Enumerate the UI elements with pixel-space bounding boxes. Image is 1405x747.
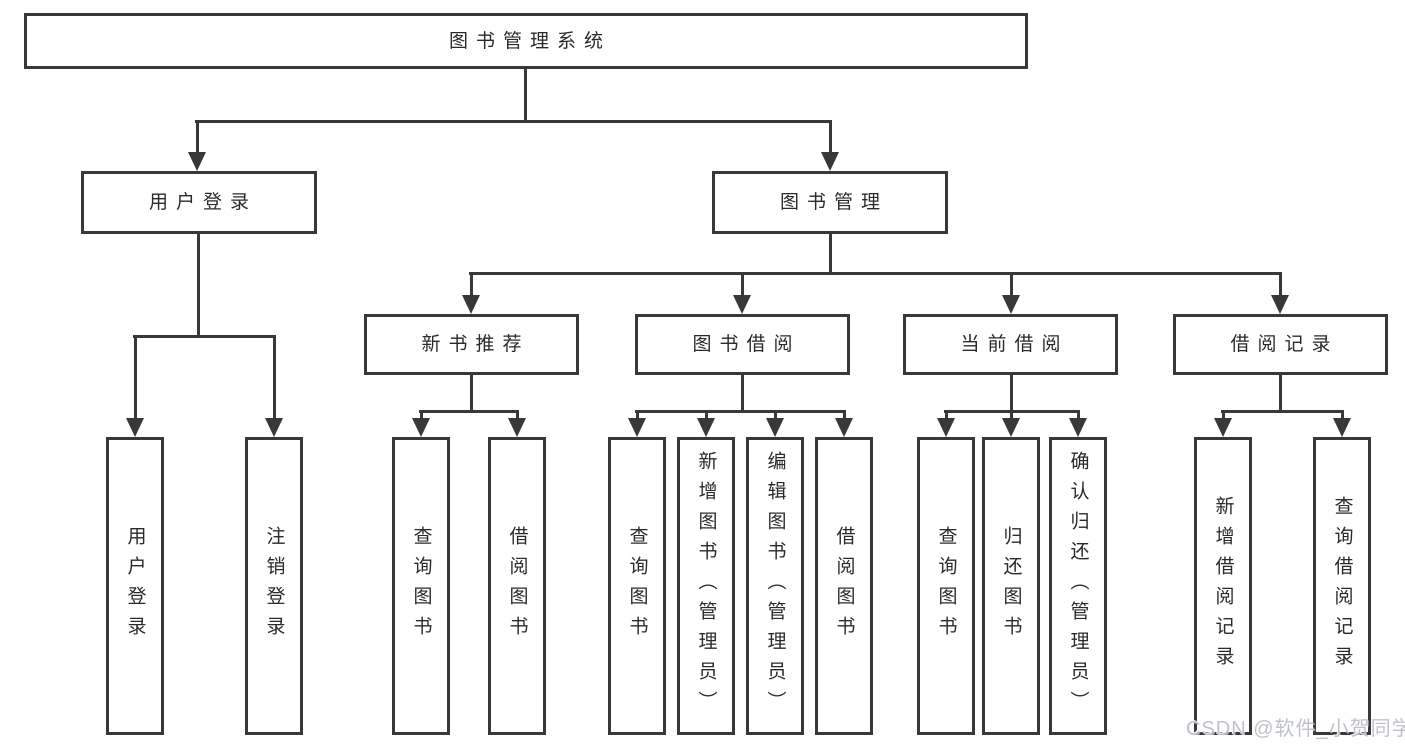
- leaf-query-books-borrow: 查询图书: [608, 437, 666, 735]
- connector-arrowhead: [462, 295, 480, 314]
- leaf-query-books-current: 查询图书: [917, 437, 975, 735]
- leaf-query-borrow-record: 查询借阅记录: [1313, 437, 1371, 735]
- leaf-add-book-admin: 新增图书（管理员）: [677, 437, 735, 735]
- connector-arrowhead: [697, 418, 715, 437]
- connector-line: [133, 335, 276, 338]
- leaf-query-books-recommend: 查询图书: [392, 437, 450, 735]
- node-label: 查询借阅记录: [1331, 496, 1353, 676]
- node-borrowing-records: 借阅记录: [1173, 314, 1388, 375]
- node-label: 图书借阅: [692, 334, 801, 355]
- connector-line: [469, 375, 473, 413]
- connector-arrowhead: [766, 418, 784, 437]
- leaf-add-borrow-record: 新增借阅记录: [1194, 437, 1252, 735]
- connector-line: [1009, 272, 1013, 304]
- node-library-management-system: 图书管理系统: [24, 13, 1028, 69]
- leaf-borrow-books-recommend: 借阅图书: [488, 437, 546, 735]
- leaf-edit-book-admin: 编辑图书（管理员）: [746, 437, 804, 735]
- connector-arrowhead: [126, 418, 144, 437]
- connector-line: [469, 272, 473, 304]
- leaf-confirm-return-admin: 确认归还（管理员）: [1049, 437, 1107, 735]
- connector-line: [1009, 375, 1013, 413]
- connector-arrowhead: [835, 418, 853, 437]
- connector-line: [195, 120, 832, 123]
- connector-line: [195, 120, 199, 161]
- leaf-logout: 注销登录: [245, 437, 303, 735]
- node-label: 用户登录: [148, 192, 257, 213]
- connector-arrowhead: [1214, 418, 1232, 437]
- connector-arrowhead: [188, 152, 206, 171]
- node-label: 借阅记录: [1230, 334, 1339, 355]
- connector-line: [828, 234, 832, 275]
- node-book-borrowing: 图书借阅: [635, 314, 850, 375]
- node-label: 归还图书: [1000, 526, 1022, 646]
- connector-line: [196, 234, 200, 338]
- node-label: 新增借阅记录: [1212, 496, 1234, 676]
- node-label: 查询图书: [626, 526, 648, 646]
- connector-line: [523, 69, 527, 123]
- node-label: 图书管理: [779, 192, 888, 213]
- connector-arrowhead: [1002, 295, 1020, 314]
- node-label: 当前借阅: [960, 334, 1069, 355]
- csdn-watermark: CSDN @软件_小贺同学: [1186, 718, 1405, 740]
- node-label: 借阅图书: [833, 526, 855, 646]
- connector-line: [828, 120, 832, 161]
- connector-line: [133, 335, 137, 427]
- connector-line: [1278, 272, 1282, 304]
- leaf-user-login: 用户登录: [106, 437, 164, 735]
- connector-line: [419, 410, 519, 413]
- leaf-borrow-books: 借阅图书: [815, 437, 873, 735]
- node-label: 新增图书（管理员）: [695, 451, 717, 721]
- connector-arrowhead: [821, 152, 839, 171]
- connector-arrowhead: [937, 418, 955, 437]
- connector-arrowhead: [1002, 418, 1020, 437]
- connector-line: [272, 335, 276, 427]
- node-current-borrowing: 当前借阅: [903, 314, 1118, 375]
- connector-arrowhead: [628, 418, 646, 437]
- node-label: 新书推荐: [421, 334, 530, 355]
- node-user-login: 用户登录: [81, 171, 317, 234]
- connector-arrowhead: [1271, 295, 1289, 314]
- node-label: 注销登录: [263, 526, 285, 646]
- connector-line: [1221, 410, 1344, 413]
- leaf-return-books: 归还图书: [982, 437, 1040, 735]
- connector-arrowhead: [1069, 418, 1087, 437]
- node-label: 图书管理系统: [448, 30, 611, 52]
- node-label: 确认归还（管理员）: [1067, 451, 1089, 721]
- connector-line: [740, 375, 744, 413]
- node-new-book-recommend: 新书推荐: [364, 314, 579, 375]
- connector-line: [635, 410, 846, 413]
- node-book-management: 图书管理: [712, 171, 948, 234]
- connector-arrowhead: [508, 418, 526, 437]
- connector-line: [469, 272, 1282, 275]
- node-label: 借阅图书: [506, 526, 528, 646]
- node-label: 查询图书: [935, 526, 957, 646]
- connector-arrowhead: [412, 418, 430, 437]
- node-label: 编辑图书（管理员）: [764, 451, 786, 721]
- connector-arrowhead: [1333, 418, 1351, 437]
- node-label: 用户登录: [124, 526, 146, 646]
- connector-line: [740, 272, 744, 304]
- node-label: 查询图书: [410, 526, 432, 646]
- connector-line: [1278, 375, 1282, 413]
- connector-arrowhead: [265, 418, 283, 437]
- connector-arrowhead: [733, 295, 751, 314]
